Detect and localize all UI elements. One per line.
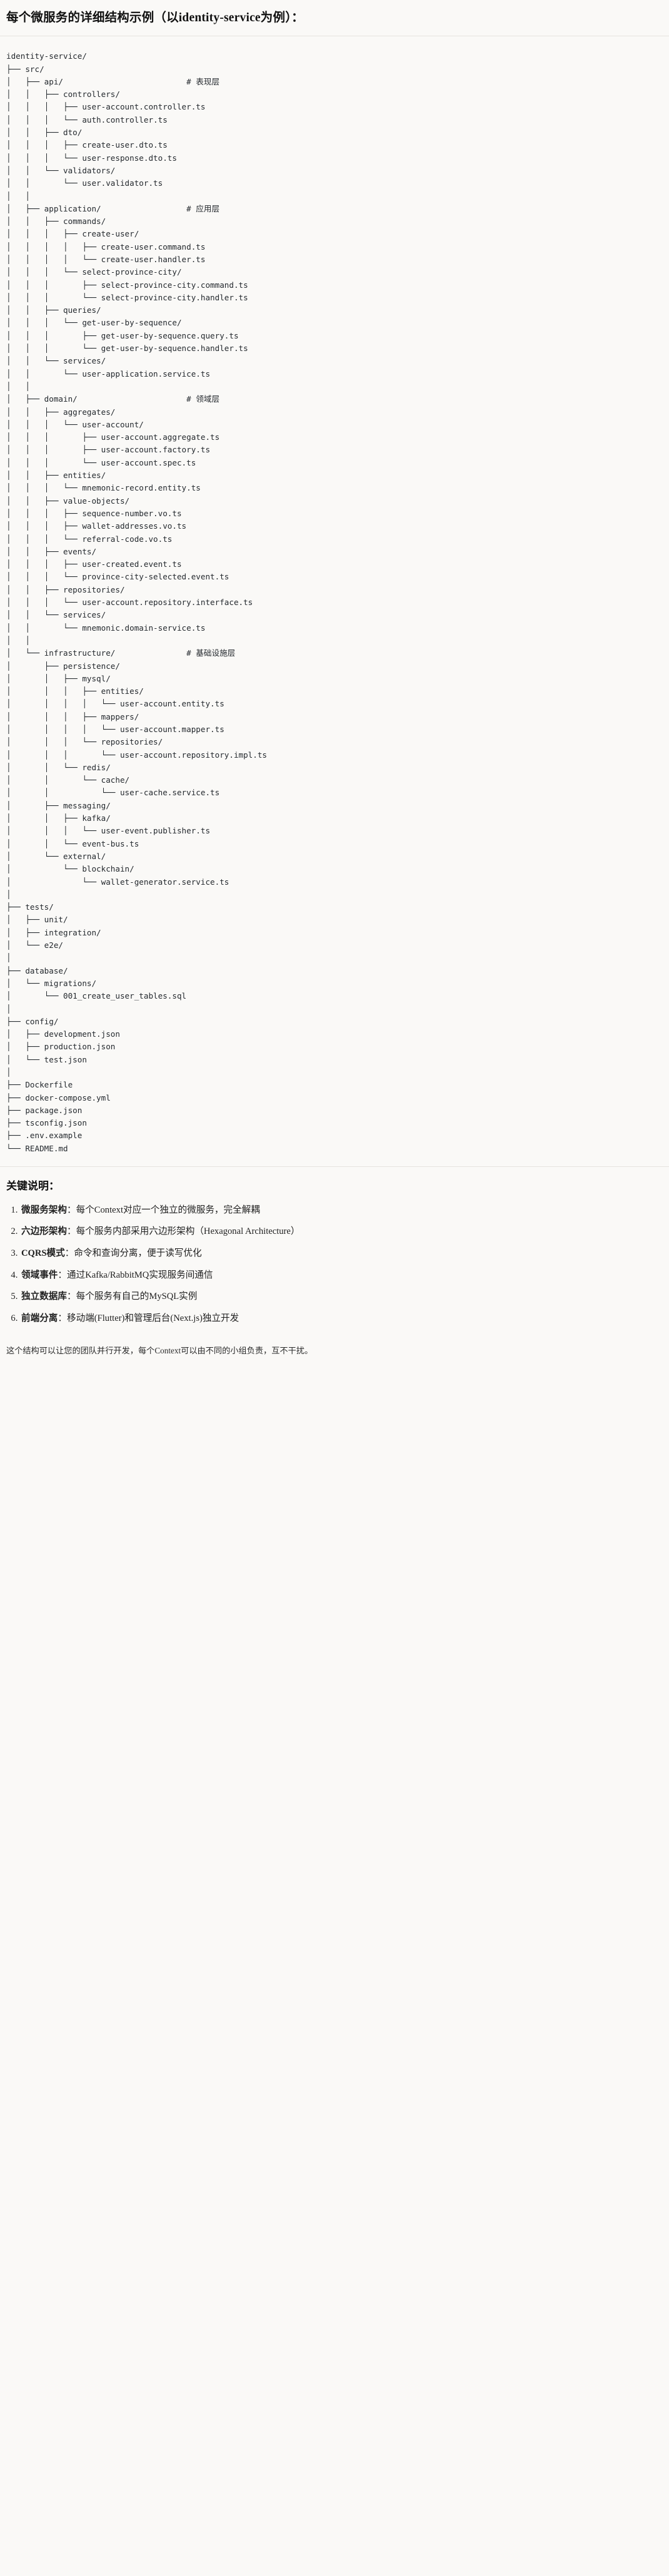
page-title: 每个微服务的详细结构示例（以identity-service为例）： (6, 11, 304, 24)
key-point-term: CQRS模式 (21, 1248, 65, 1258)
closing-paragraph: 这个结构可以让您的团队并行开发，每个Context可以由不同的小组负责，互不干扰… (6, 1346, 313, 1356)
key-point-description: 每个服务有自己的MySQL实例 (76, 1291, 198, 1302)
key-point-description: 命令和查询分离，便于读写优化 (74, 1248, 202, 1258)
key-point-term: 前端分离 (21, 1313, 58, 1323)
key-point-separator: ： (58, 1270, 67, 1280)
key-point-item: CQRS模式：命令和查询分离，便于读写优化 (20, 1246, 663, 1261)
key-point-description: 移动端(Flutter)和管理后台(Next.js)独立开发 (67, 1313, 239, 1323)
key-point-separator: ： (66, 1291, 76, 1302)
key-point-term: 领域事件 (21, 1270, 58, 1280)
directory-tree: identity-service/ ├── src/ │ ├── api/ # … (6, 51, 268, 1153)
key-point-item: 独立数据库：每个服务有自己的MySQL实例 (20, 1290, 663, 1305)
document-page: 每个微服务的详细结构示例（以identity-service为例）： ident… (0, 0, 669, 1372)
key-point-separator: ： (58, 1313, 67, 1323)
key-points-title: 关键说明： (6, 1180, 59, 1193)
key-point-description: 通过Kafka/RabbitMQ实现服务间通信 (67, 1270, 213, 1280)
key-point-separator: ： (64, 1248, 74, 1258)
key-point-separator: ： (66, 1204, 76, 1215)
key-point-term: 微服务架构 (21, 1204, 67, 1215)
key-point-description: 每个Context对应一个独立的微服务，完全解耦 (76, 1204, 260, 1215)
key-point-item: 前端分离：移动端(Flutter)和管理后台(Next.js)独立开发 (20, 1311, 663, 1326)
key-point-item: 领域事件：通过Kafka/RabbitMQ实现服务间通信 (20, 1268, 663, 1283)
key-point-term: 独立数据库 (21, 1291, 67, 1302)
key-point-description: 每个服务内部采用六边形架构（Hexagonal Architecture） (76, 1226, 300, 1237)
directory-tree-block: identity-service/ ├── src/ │ ├── api/ # … (0, 36, 669, 1167)
key-point-item: 六边形架构：每个服务内部采用六边形架构（Hexagonal Architectu… (20, 1224, 663, 1240)
divider-bottom (0, 1166, 669, 1168)
key-points-section: 关键说明： 微服务架构：每个Context对应一个独立的微服务，完全解耦六边形架… (0, 1167, 669, 1338)
key-points-list: 微服务架构：每个Context对应一个独立的微服务，完全解耦六边形架构：每个服务… (6, 1203, 663, 1326)
key-point-item: 微服务架构：每个Context对应一个独立的微服务，完全解耦 (20, 1203, 663, 1218)
key-point-separator: ： (66, 1226, 76, 1237)
key-point-term: 六边形架构 (21, 1226, 67, 1237)
